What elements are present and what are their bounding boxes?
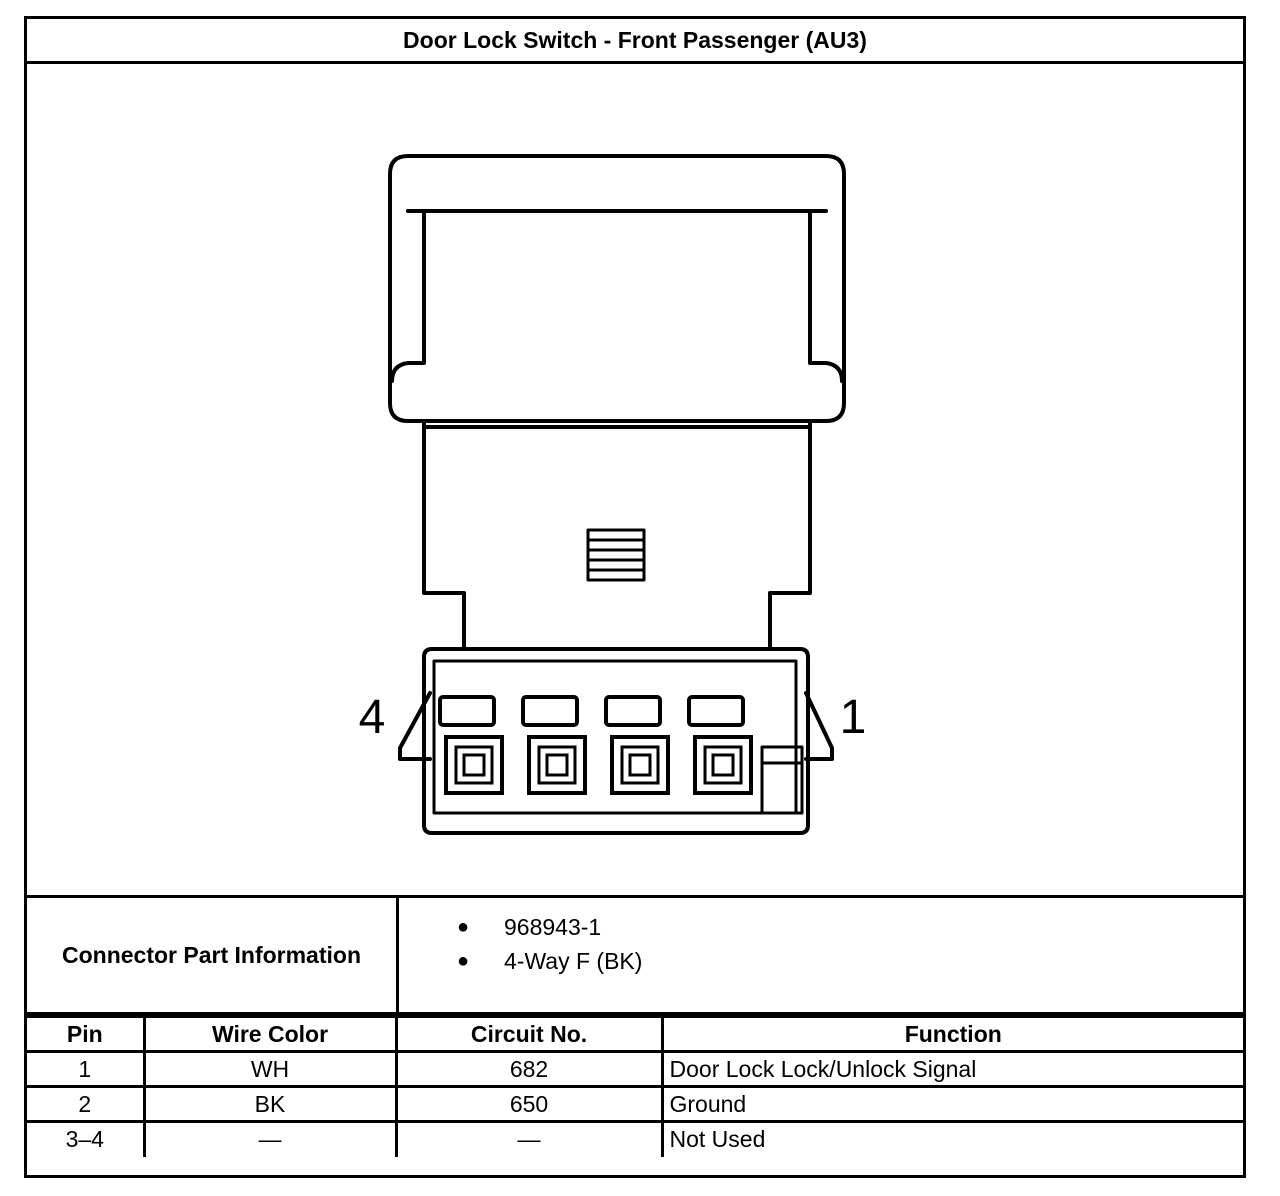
pin-label-4: 4: [359, 691, 386, 744]
cavity-pin-3: [527, 735, 587, 795]
latch-right-rail: [808, 211, 844, 383]
cell-circuit: 650: [394, 1085, 664, 1123]
cell-function: Not Used: [660, 1120, 1243, 1157]
connector-neck: [422, 421, 812, 651]
table-row: 1 WH 682 Door Lock Lock/Unlock Signal: [27, 1050, 1243, 1088]
bullet-icon: ●: [457, 916, 470, 938]
upper-window-2: [604, 695, 662, 727]
cell-wire-color: —: [142, 1120, 398, 1157]
list-item: ● 968943-1: [399, 910, 1243, 944]
cavity-pin-1: [693, 735, 753, 795]
bullet-icon: ●: [457, 950, 470, 972]
connector-drawing: 4 1: [359, 154, 867, 835]
upper-window-3: [521, 695, 579, 727]
cell-pin: 3–4: [27, 1120, 146, 1157]
pin-table-header: Pin Wire Color Circuit No. Function: [27, 1015, 1243, 1053]
grip-ribs-icon: [586, 528, 646, 582]
cell-circuit: —: [394, 1120, 664, 1157]
cell-function: Ground: [660, 1085, 1243, 1123]
header-circuit: Circuit No.: [394, 1015, 664, 1053]
header-function: Function: [660, 1015, 1243, 1053]
right-lock-ramp: [804, 691, 834, 761]
connector-description: 4-Way F (BK): [504, 948, 643, 974]
cell-pin: 1: [27, 1050, 146, 1088]
list-item: ● 4-Way F (BK): [399, 944, 1243, 978]
pin-table: Pin Wire Color Circuit No. Function 1 WH…: [27, 1015, 1243, 1157]
cavity-pin-2: [610, 735, 670, 795]
connector-info-list: ● 968943-1 ● 4-Way F (BK): [399, 898, 1243, 1024]
pin-label-1: 1: [840, 691, 867, 744]
latch-left-rail: [390, 211, 426, 383]
connector-sheet: Door Lock Switch - Front Passenger (AU3): [24, 16, 1246, 1178]
upper-window-1: [687, 695, 745, 727]
cell-circuit: 682: [394, 1050, 664, 1088]
cell-pin: 2: [27, 1085, 146, 1123]
table-row: 2 BK 650 Ground: [27, 1085, 1243, 1123]
polarizing-key: [760, 745, 804, 815]
connector-latch-housing: [388, 154, 846, 423]
cavity-pin-4: [444, 735, 504, 795]
cell-function: Door Lock Lock/Unlock Signal: [660, 1050, 1243, 1088]
header-wire-color: Wire Color: [142, 1015, 398, 1053]
part-number: 968943-1: [504, 914, 602, 940]
table-row: 3–4 — — Not Used: [27, 1120, 1243, 1157]
cell-wire-color: WH: [142, 1050, 398, 1088]
left-lock-ramp: [398, 691, 432, 761]
cell-wire-color: BK: [142, 1085, 398, 1123]
connector-diagram: 4 1: [27, 64, 1243, 897]
connector-face: [422, 647, 810, 835]
upper-window-4: [438, 695, 496, 727]
diagram-title: Door Lock Switch - Front Passenger (AU3): [27, 19, 1243, 64]
connector-part-info: Connector Part Information ● 968943-1 ● 4-…: [27, 895, 1243, 1015]
header-pin: Pin: [27, 1015, 146, 1053]
connector-info-label: Connector Part Information: [27, 898, 399, 1012]
